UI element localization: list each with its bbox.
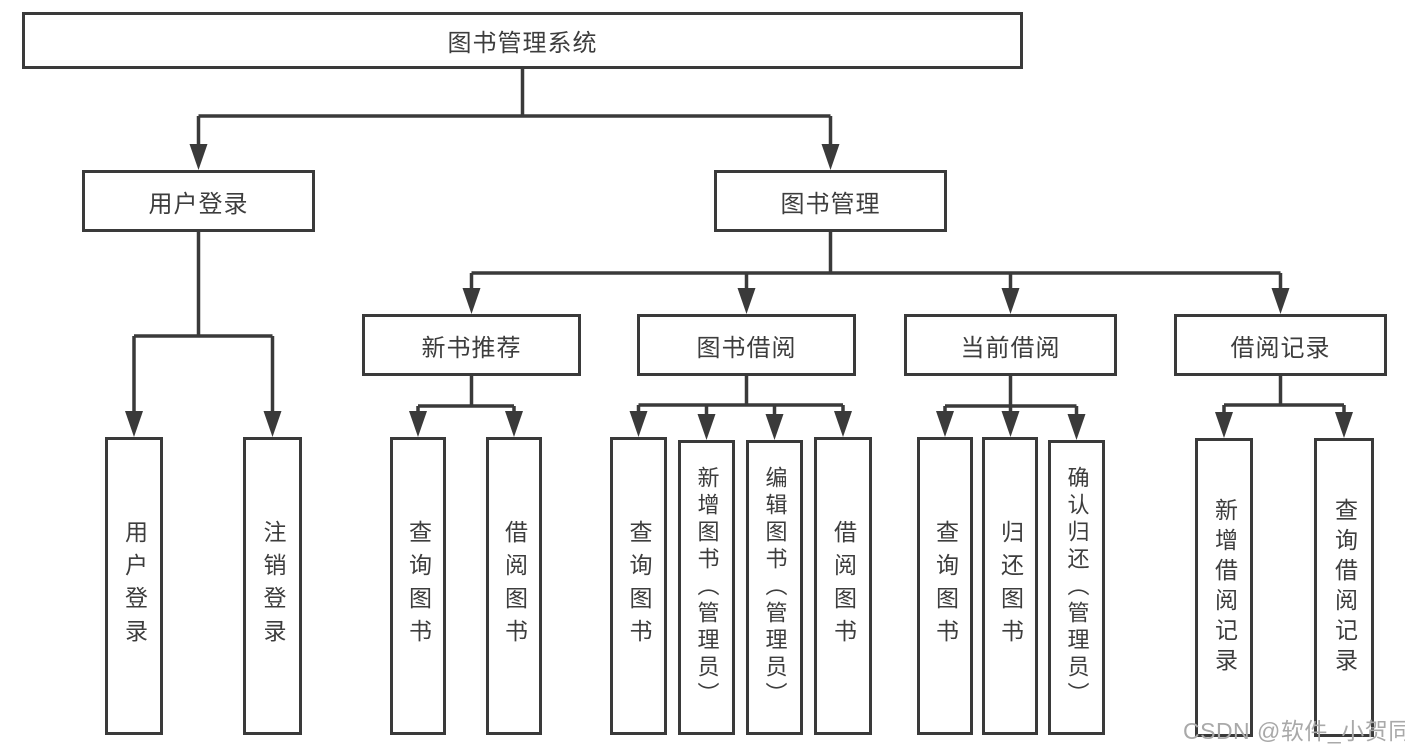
leaf-query-books-3-label: 查询图书 (932, 520, 959, 652)
connector-current-borrow-children (936, 376, 1086, 440)
node-borrow-records-label: 借阅记录 (1230, 334, 1331, 362)
node-book-borrow-label: 图书借阅 (696, 334, 797, 362)
leaf-borrow-books-1-label: 借阅图书 (501, 520, 528, 652)
node-root: 图书管理系统 (22, 12, 1023, 69)
leaf-borrow-books-2: 借阅图书 (814, 437, 872, 735)
node-root-label: 图书管理系统 (447, 30, 598, 57)
node-user-login: 用户登录 (82, 170, 315, 232)
leaf-query-borrow-record-label: 查询借阅记录 (1331, 497, 1358, 678)
node-user-login-label: 用户登录 (148, 190, 249, 218)
connector-new-books-children (409, 376, 523, 437)
leaf-query-books-2-label: 查询图书 (626, 520, 652, 652)
leaf-query-books-3: 查询图书 (917, 437, 973, 735)
leaf-borrow-books-2-label: 借阅图书 (830, 520, 857, 652)
node-book-borrow: 图书借阅 (637, 314, 856, 376)
node-new-book-recommend: 新书推荐 (362, 314, 581, 376)
node-current-borrow: 当前借阅 (904, 314, 1117, 376)
leaf-query-books-2: 查询图书 (610, 437, 667, 735)
leaf-return-books-label: 归还图书 (997, 520, 1024, 652)
connector-book-mgmt-to-level3 (462, 232, 1290, 314)
connector-borrow-records-children (1215, 376, 1353, 438)
leaf-edit-books-admin: 编辑图书（管理员） (746, 440, 803, 735)
connector-book-borrow-children (629, 376, 852, 440)
leaf-user-login-label: 用户登录 (121, 520, 148, 652)
leaf-query-books-1: 查询图书 (390, 437, 446, 735)
watermark: CSDN @软件_小贺同学 (1183, 718, 1405, 744)
leaf-confirm-return-admin-label: 确认归还（管理员） (1064, 466, 1090, 709)
leaf-add-books-admin-label: 新增图书（管理员） (694, 466, 720, 709)
leaf-add-books-admin: 新增图书（管理员） (678, 440, 735, 735)
leaf-confirm-return-admin: 确认归还（管理员） (1048, 440, 1105, 735)
leaf-query-books-1-label: 查询图书 (405, 520, 432, 652)
leaf-query-borrow-record: 查询借阅记录 (1314, 438, 1374, 737)
node-book-management: 图书管理 (714, 170, 947, 232)
leaf-add-borrow-record: 新增借阅记录 (1195, 438, 1253, 737)
node-borrow-records: 借阅记录 (1174, 314, 1387, 376)
connector-user-login-children (125, 232, 282, 437)
leaf-borrow-books-1: 借阅图书 (486, 437, 542, 735)
leaf-return-books: 归还图书 (982, 437, 1038, 735)
node-book-management-label: 图书管理 (780, 190, 881, 218)
leaf-edit-books-admin-label: 编辑图书（管理员） (762, 466, 788, 709)
leaf-logout-label: 注销登录 (260, 520, 286, 652)
leaf-add-borrow-record-label: 新增借阅记录 (1211, 497, 1238, 678)
node-new-book-recommend-label: 新书推荐 (421, 334, 522, 362)
leaf-user-login: 用户登录 (105, 437, 163, 735)
connector-root-to-level2 (189, 69, 840, 170)
node-current-borrow-label: 当前借阅 (960, 334, 1061, 362)
leaf-logout: 注销登录 (243, 437, 302, 735)
